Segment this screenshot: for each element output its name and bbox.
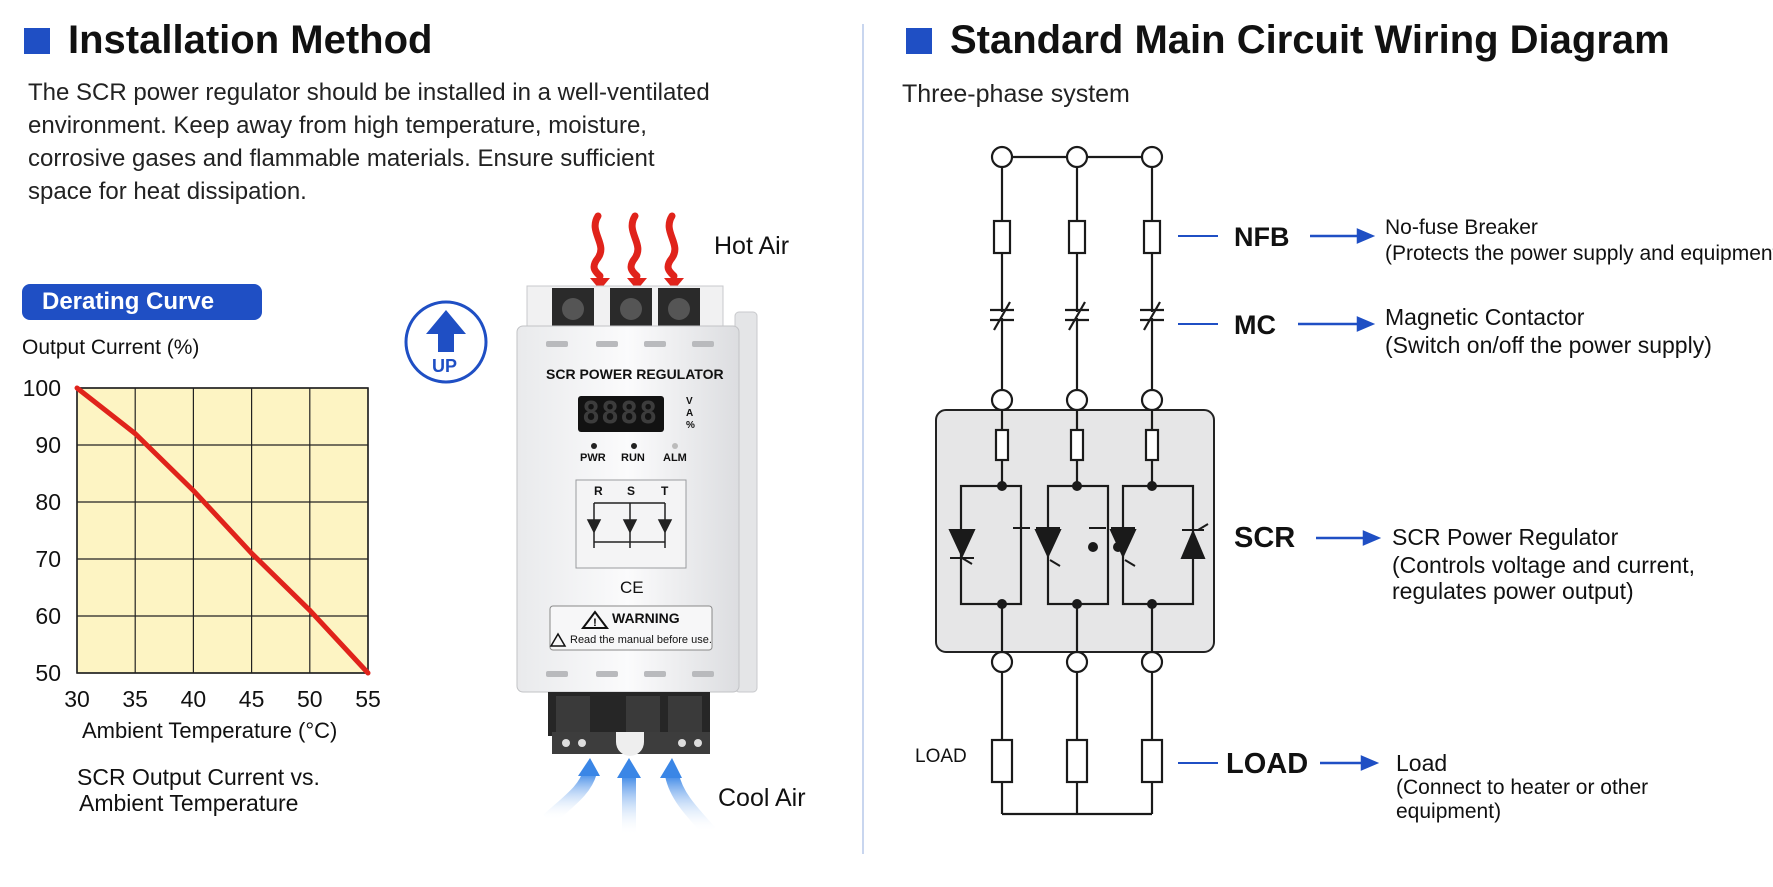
load-desc-line2: (Connect to heater or other xyxy=(1396,776,1649,799)
chart-caption-line2: Ambient Temperature xyxy=(79,790,299,816)
nfb-desc-line2: (Protects the power supply and equipment… xyxy=(1385,242,1773,265)
installation-intro: The SCR power regulator should be instal… xyxy=(28,79,710,205)
indicator-alm: ALM xyxy=(663,452,687,464)
load-desc-line3: equipment) xyxy=(1396,800,1502,823)
up-label: UP xyxy=(432,356,458,376)
nfb-tag: NFB xyxy=(1234,222,1290,252)
ce-mark: CE xyxy=(620,578,644,597)
chart-x-tick-label: 40 xyxy=(181,686,207,712)
phase-s: S xyxy=(627,484,636,498)
cool-air-label: Cool Air xyxy=(718,784,806,812)
chart-x-tick-label: 45 xyxy=(239,686,265,712)
chart-series-line xyxy=(74,385,371,676)
svg-text:!: ! xyxy=(593,617,597,629)
chart-y-tick-label: 50 xyxy=(35,660,61,686)
unit-a: A xyxy=(686,408,694,419)
scr-desc-line2: (Controls voltage and current, xyxy=(1392,552,1695,578)
chart-y-tick-label: 80 xyxy=(35,489,61,515)
chart-x-tick-label: 35 xyxy=(122,686,148,712)
load-tag: LOAD xyxy=(1226,748,1309,780)
chart-plot-area xyxy=(77,388,368,673)
chart-y-tick-label: 70 xyxy=(35,546,61,572)
led-digits: 8888 xyxy=(582,396,659,431)
warning-icon xyxy=(581,610,609,629)
scr-tag: SCR xyxy=(1234,522,1296,554)
chart-y-tick-label: 100 xyxy=(23,375,61,401)
section-marker-icon xyxy=(906,28,932,54)
phase-r: R xyxy=(594,484,603,498)
mc-desc-line1: Magnetic Contactor xyxy=(1385,304,1585,330)
installation-title: Installation Method xyxy=(68,18,433,62)
unit-percent: % xyxy=(686,420,695,431)
device-name: SCR POWER REGULATOR xyxy=(546,366,724,382)
phase-t: T xyxy=(661,484,669,498)
chart-ylabel: Output Current (%) xyxy=(22,336,200,359)
chart-xlabel: Ambient Temperature (°C) xyxy=(82,718,338,743)
arrow-icon xyxy=(1298,228,1382,771)
mc-desc-line2: (Switch on/off the power supply) xyxy=(1385,332,1712,358)
derating-curve-badge: Derating Curve xyxy=(22,284,262,320)
hot-air-icon xyxy=(590,212,679,280)
warning-text: Read the manual before use. xyxy=(570,634,712,646)
unit-v: V xyxy=(686,396,693,407)
wiring-subtitle: Three-phase system xyxy=(902,80,1130,108)
load-desc-line1: Load xyxy=(1396,750,1448,776)
section-divider xyxy=(862,24,864,854)
hot-air-label: Hot Air xyxy=(714,232,790,260)
chart-frame xyxy=(76,387,369,674)
led-display xyxy=(578,396,664,432)
indicator-pwr: PWR xyxy=(580,452,606,464)
chart-x-tick-label: 55 xyxy=(355,686,381,712)
chart-y-tick-label: 60 xyxy=(35,603,61,629)
wiring-diagram-title: Standard Main Circuit Wiring Diagram xyxy=(950,18,1670,62)
scr-desc-line3: regulates power output) xyxy=(1392,578,1634,604)
mc-tag: MC xyxy=(1234,310,1276,340)
scr-desc-line1: SCR Power Regulator xyxy=(1392,524,1619,550)
chart-x-tick-label: 30 xyxy=(64,686,90,712)
indicator-run: RUN xyxy=(621,452,645,464)
chart-y-tick-label: 90 xyxy=(35,432,61,458)
cool-air-icon xyxy=(543,758,716,837)
load-side-label: LOAD xyxy=(915,746,967,767)
nfb-desc-line1: No-fuse Breaker xyxy=(1385,216,1538,239)
chart-caption-line1: SCR Output Current vs. xyxy=(77,764,320,790)
warning-title: WARNING xyxy=(612,610,680,626)
chart-x-tick-label: 50 xyxy=(297,686,323,712)
section-marker-icon xyxy=(24,28,50,54)
